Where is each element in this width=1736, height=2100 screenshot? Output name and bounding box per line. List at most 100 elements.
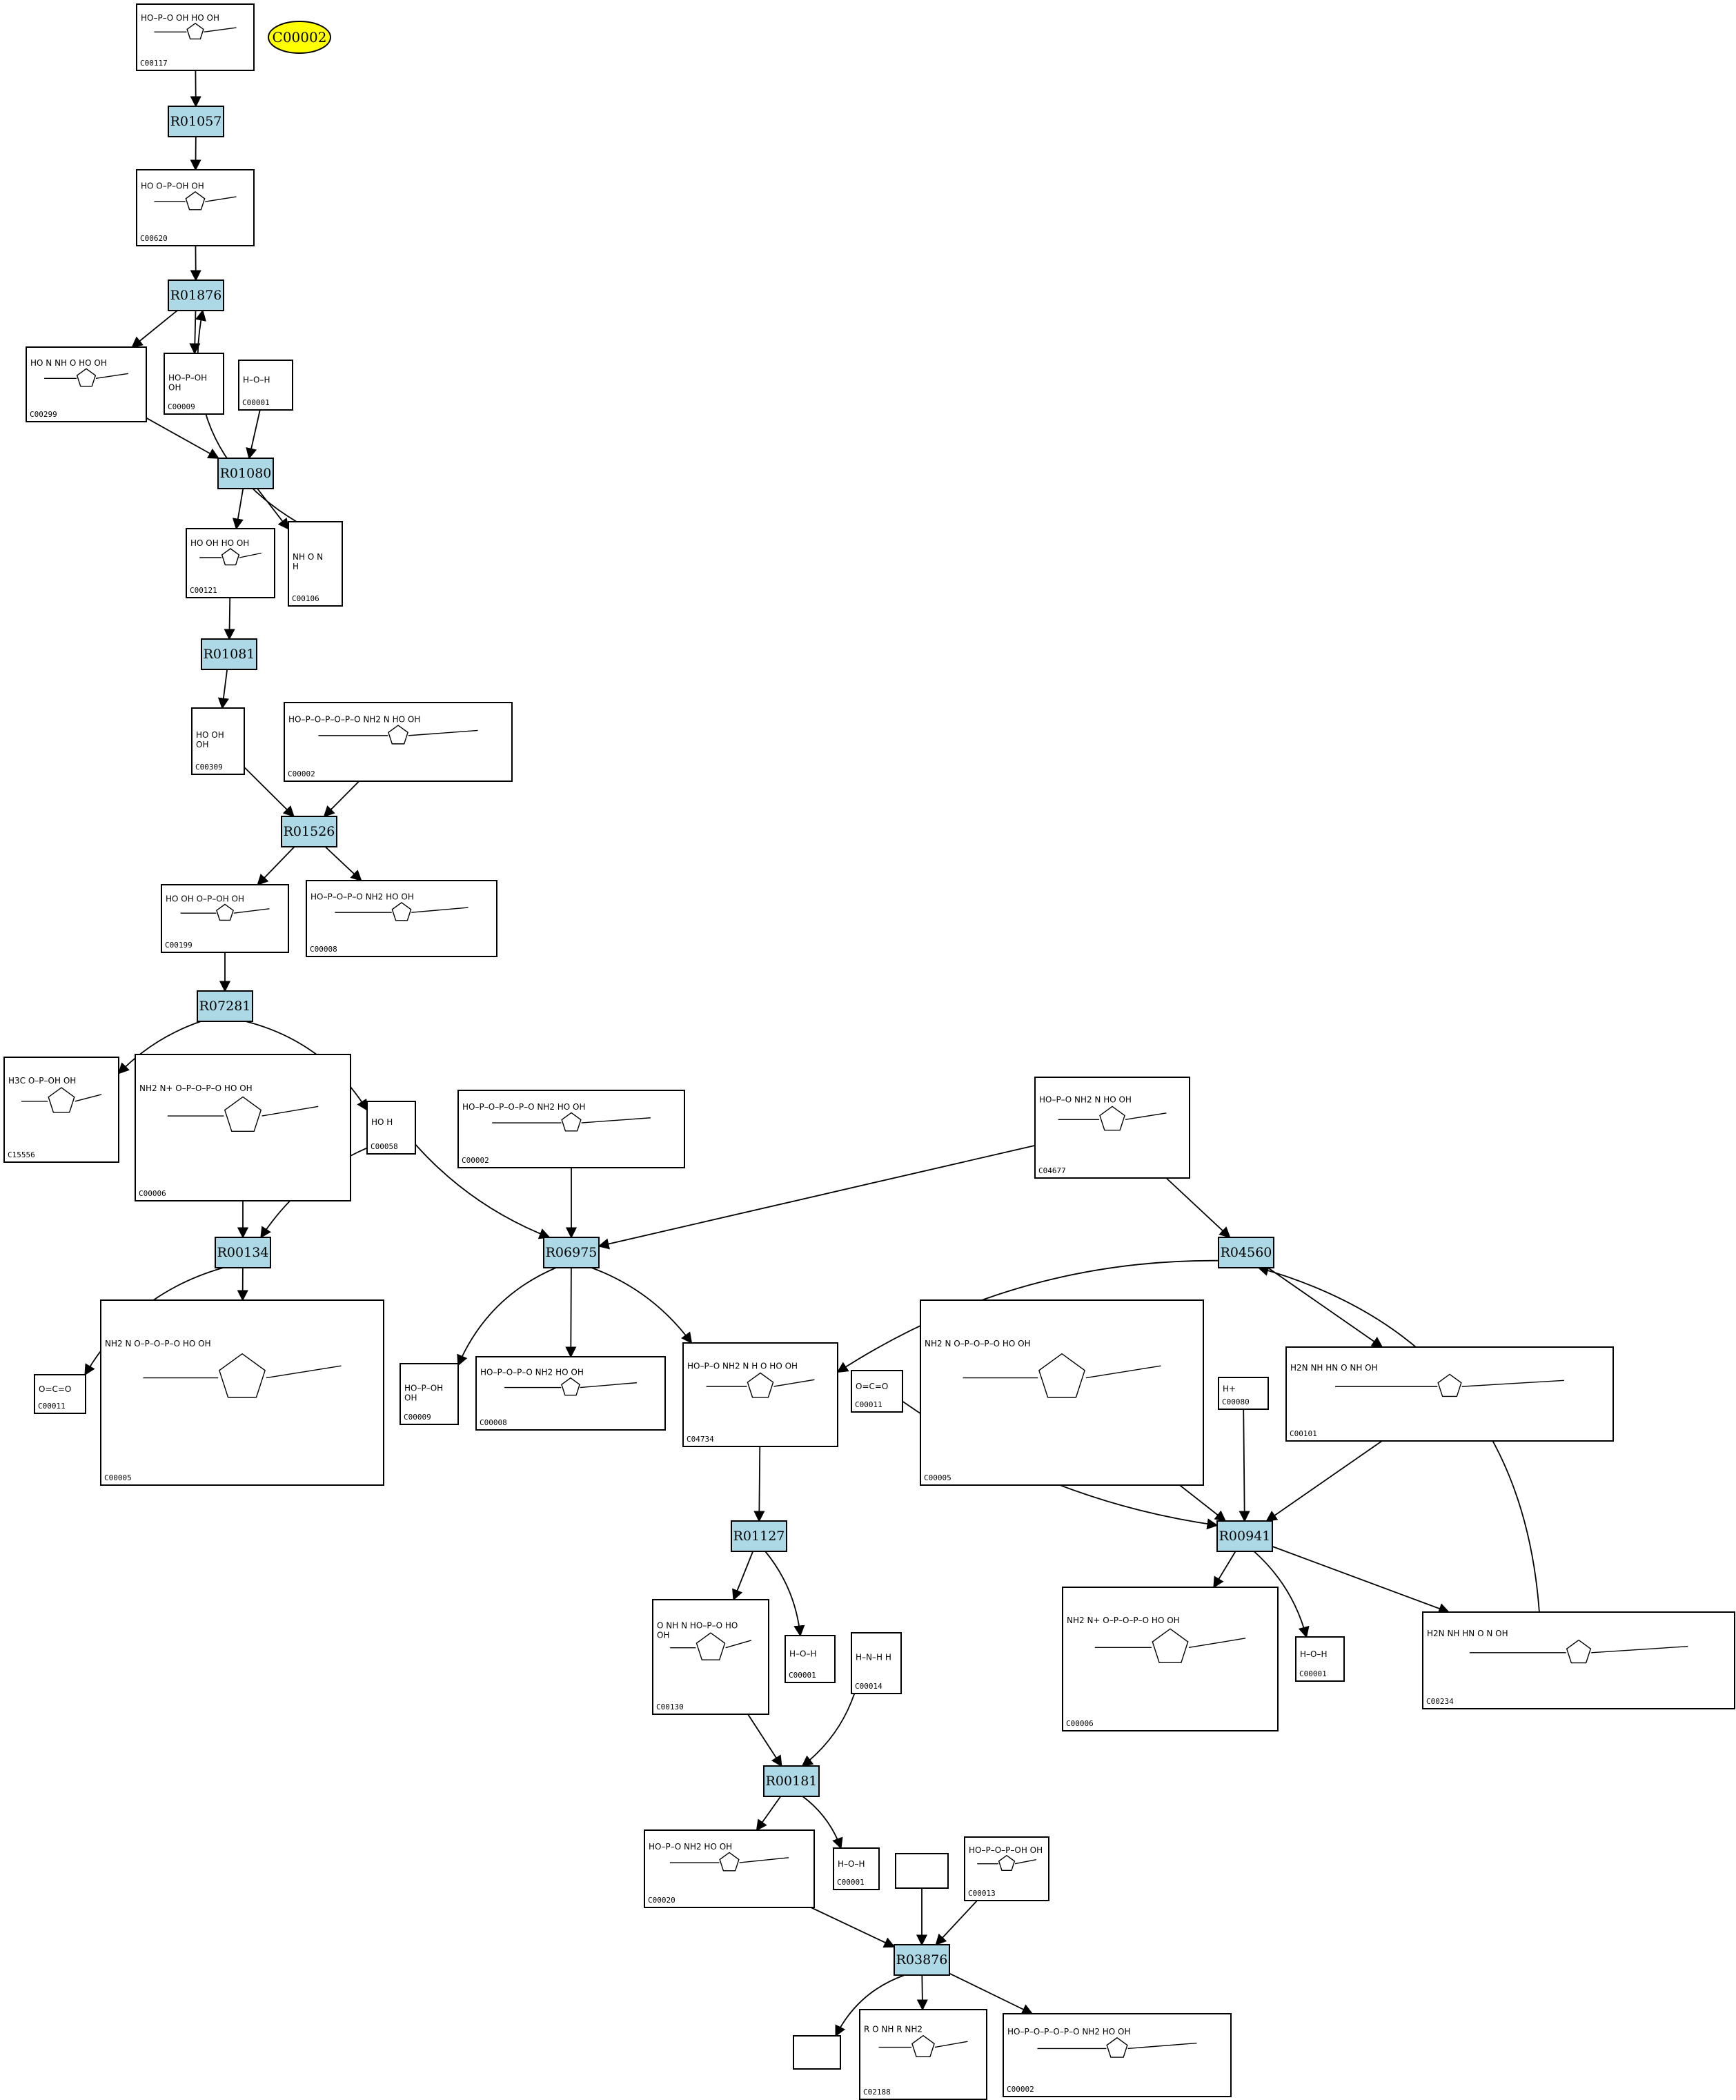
edge-c00020-to-r03876	[810, 1907, 896, 1948]
structure-atoms: HO–P–O OH HO OH	[141, 13, 219, 23]
compound-id-label: C00008	[310, 945, 337, 954]
edge-c04677-to-r06975	[598, 1144, 1036, 1250]
reaction-r03876[interactable]: R03876	[894, 1944, 950, 1976]
structure-atoms: HO–P–O–P–O–P–O NH2 N HO OH	[288, 715, 420, 725]
edge-r00941-to-c00234	[1272, 1546, 1450, 1614]
compound-c00080[interactable]: H+C00080	[1218, 1377, 1269, 1410]
edge-r01081-to-c00309	[217, 669, 229, 709]
reaction-r01080[interactable]: R01080	[217, 458, 274, 489]
structure-drawing: HO O–P–OH OH	[141, 181, 237, 210]
reaction-r00941[interactable]: R00941	[1216, 1520, 1273, 1552]
reaction-r01876[interactable]: R01876	[168, 279, 224, 311]
reaction-r00181[interactable]: R00181	[763, 1765, 820, 1797]
compound-id-label: C00020	[648, 1896, 675, 1905]
structure-drawing: H–O–H	[243, 375, 270, 384]
compound-c04677[interactable]: HO–P–O NH2 N HO OH C04677	[1034, 1077, 1190, 1179]
reaction-id-label: R00941	[1219, 1529, 1271, 1544]
structure-atoms: O=C=O	[39, 1384, 71, 1394]
structure-atoms: H–N–H H	[856, 1653, 891, 1662]
reaction-r01057[interactable]: R01057	[168, 106, 224, 137]
compound-id-label: C04677	[1038, 1166, 1066, 1175]
edge-r03876-to-blank2	[835, 1974, 905, 2037]
reaction-r07281[interactable]: R07281	[197, 990, 253, 1022]
structure-drawing: H–O–H	[1300, 1649, 1328, 1659]
edges-layer	[84, 70, 1540, 2037]
edge-r01080-to-c00121	[232, 488, 244, 530]
reaction-r01526[interactable]: R01526	[281, 816, 337, 847]
reaction-r01081[interactable]: R01081	[201, 638, 257, 670]
structure-atoms: HO OH HO OH	[190, 538, 249, 548]
compound-c00008a[interactable]: HO–P–O–P–O NH2 HO OH C00008	[306, 880, 497, 957]
structure-drawing: HO N NH O HO OH	[30, 358, 129, 387]
compound-id-label: C00006	[139, 1189, 166, 1198]
compound-id-label: C00106	[292, 594, 319, 603]
compound-blank2[interactable]	[793, 2035, 841, 2070]
structure-drawing: NH2 N+ O–P–O–P–O HO OH	[1067, 1616, 1246, 1663]
compound-id-label: C00001	[837, 1878, 865, 1887]
edge-r01526-to-c00199	[257, 846, 295, 886]
structure-drawing: NH2 N O–P–O–P–O HO OH	[105, 1339, 342, 1398]
reaction-r00134[interactable]: R00134	[215, 1237, 271, 1268]
reaction-id-label: R01526	[284, 824, 335, 839]
structure-atoms: R O NH R NH2	[864, 2025, 923, 2034]
structure-atoms: HO–P–O–P–O NH2 HO OH	[310, 892, 414, 902]
edge-r06975-to-c04734	[591, 1267, 693, 1344]
compound-id-label: C00234	[1426, 1697, 1454, 1706]
reaction-id-label: R04560	[1221, 1245, 1272, 1260]
highlight-compound-ellipse[interactable]: C00002	[268, 21, 331, 54]
compound-id-label: C00002	[462, 1156, 489, 1165]
compound-c00234[interactable]: H2N NH HN O N OH C00234	[1422, 1611, 1735, 1709]
edge-c00005b-to-r00941	[1179, 1484, 1227, 1522]
structure-drawing: HO–P–O NH2 N HO OH	[1039, 1095, 1167, 1131]
reaction-r06975[interactable]: R06975	[543, 1237, 600, 1268]
compound-blank1[interactable]	[895, 1853, 949, 1889]
structure-drawing: HO–P–O NH2 N H O HO OH	[687, 1362, 815, 1398]
structure-drawing: H2N NH HN O N OH	[1427, 1629, 1688, 1664]
reaction-r01127[interactable]: R01127	[731, 1520, 787, 1552]
edge-c00309-to-r01526	[244, 767, 295, 818]
compound-id-label: C00005	[924, 1473, 951, 1482]
edge-c04734-to-r01127	[753, 1446, 765, 1522]
edge-c00299-to-r01080	[146, 417, 220, 459]
reaction-r04560[interactable]: R04560	[1218, 1237, 1274, 1268]
structure-drawing: HO OH HO OH	[190, 538, 262, 566]
